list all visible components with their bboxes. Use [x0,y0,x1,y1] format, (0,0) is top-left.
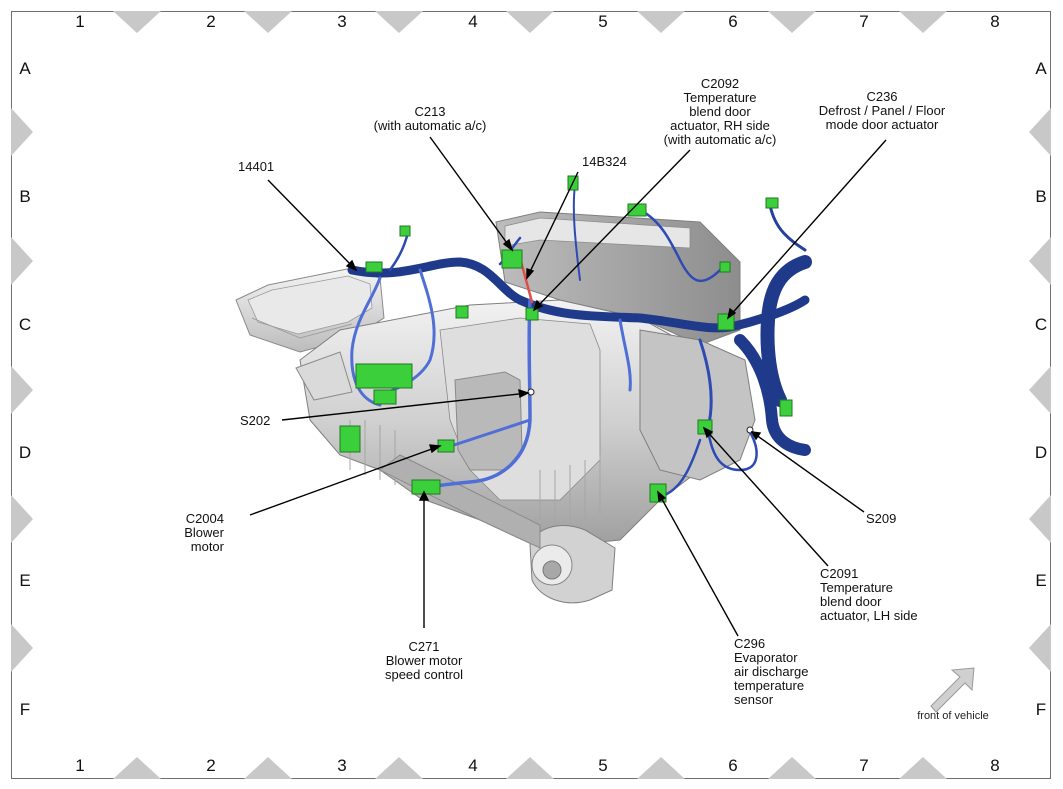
callout-c213-desc: (with automatic a/c) [373,118,487,133]
grid-col-1-bottom: 1 [75,756,85,775]
callout-c2092-line3: actuator, RH side [670,118,770,133]
callout-c296-line2: air discharge [734,664,809,679]
callout-c2091-id: C2091 [820,566,859,581]
callout-c2004: C2004 Blower motor [160,512,224,554]
callout-c2092-line2: blend door [689,104,751,119]
callout-c271: C271 Blower motor speed control [354,640,494,682]
callout-c2092: C2092 Temperature blend door actuator, R… [640,77,800,147]
wiring-harness [347,184,812,498]
callout-c271-line2: speed control [384,667,464,682]
callout-c271-id: C271 [408,639,440,654]
grid-row-b-right: B [1035,187,1047,206]
callout-c2091-line2: blend door [820,594,882,609]
callout-c2092-line1: Temperature [683,90,757,105]
grid-col-2-top: 2 [206,12,216,31]
callout-c296-line4: sensor [734,692,774,707]
callout-c296: C296 Evaporator air discharge temperatur… [734,637,808,707]
front-of-vehicle-arrow-icon [930,667,975,713]
air-inlet-tray [235,267,385,353]
grid-row-a-right: A [1035,59,1047,78]
grid-row-f-right: F [1035,700,1047,719]
grid-row-c-left: C [18,315,32,334]
grid-col-8-bottom: 8 [990,756,1000,775]
callout-c2091: C2091 Temperature blend door actuator, L… [820,567,918,623]
grid-col-4-bottom: 4 [468,756,478,775]
callout-c2004-line1: Blower [184,525,224,540]
callout-c296-line1: Evaporator [734,650,798,665]
callout-14b324-id: 14B324 [582,154,627,169]
hvac-housing [295,211,756,604]
callout-c2004-id: C2004 [185,511,224,526]
grid-col-5-bottom: 5 [598,756,608,775]
callout-s209-id: S209 [866,511,897,526]
grid-row-f-left: F [19,700,31,719]
splice-s202 [527,388,535,396]
grid-col-2-bottom: 2 [206,756,216,775]
callout-c296-line3: temperature [734,678,805,693]
connector-c236 [717,313,735,331]
callout-s202: S202 [240,414,270,428]
grid-col-7-top: 7 [859,12,869,31]
grid-col-6-bottom: 6 [728,756,738,775]
connector-14401-area [365,261,383,273]
grid-col-4-top: 4 [468,12,478,31]
grid-row-e-left: E [19,571,31,590]
grid-row-d-left: D [18,443,32,462]
leader-lines [249,136,887,637]
callout-c2091-line1: Temperature [820,580,893,595]
callout-c236-line2: mode door actuator [825,117,939,132]
grid-row-a-left: A [19,59,31,78]
grid-col-7-bottom: 7 [859,756,869,775]
callout-c2092-id: C2092 [700,76,740,91]
callout-s209: S209 [866,512,896,526]
callout-c236: C236 Defrost / Panel / Floor mode door a… [802,90,962,132]
grid-col-3-top: 3 [337,12,347,31]
grid-row-e-right: E [1035,571,1047,590]
connector-c2092 [525,307,539,321]
grid-row-c-right: C [1034,315,1048,334]
connector-c271 [411,479,441,495]
callout-c236-line1: Defrost / Panel / Floor [818,103,946,118]
callout-c2004-line2: motor [190,539,224,554]
grid-col-5-top: 5 [598,12,608,31]
callout-c213-id: C213 [414,104,446,119]
grid-col-8-top: 8 [990,12,1000,31]
connector-c213 [501,249,523,269]
callout-c296-id: C296 [734,636,766,651]
callout-14401: 14401 [238,160,274,174]
grid-row-d-right: D [1034,443,1048,462]
callout-c2092-line4: (with automatic a/c) [663,132,777,147]
callout-s202-id: S202 [240,413,271,428]
grid-col-3-bottom: 3 [337,756,347,775]
callout-14b324: 14B324 [582,155,627,169]
grid-col-1-top: 1 [75,12,85,31]
grid-col-6-top: 6 [728,12,738,31]
front-of-vehicle-label: front of vehicle [917,710,989,722]
grid-row-b-left: B [19,187,31,206]
callout-c271-line1: Blower motor [385,653,463,668]
callout-14401-id: 14401 [238,159,275,174]
callout-c2091-line3: actuator, LH side [820,608,918,623]
callout-c236-id: C236 [866,89,898,104]
callout-c213: C213 (with automatic a/c) [360,105,500,133]
